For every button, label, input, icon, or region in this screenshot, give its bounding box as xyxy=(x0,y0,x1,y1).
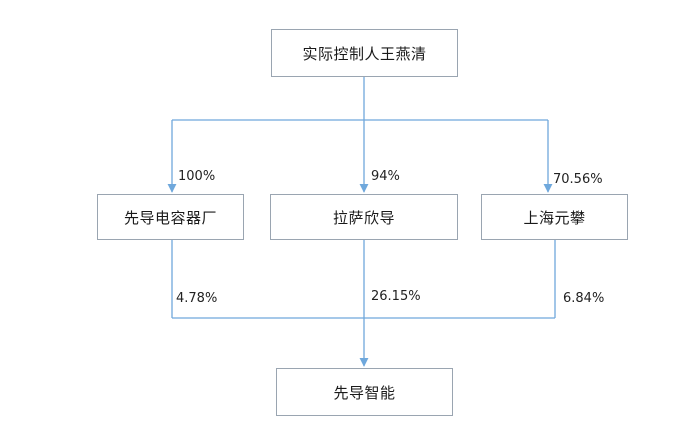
node-controller: 实际控制人王燕清 xyxy=(271,29,458,77)
edge-label-26-15: 26.15% xyxy=(371,289,421,304)
edge-label-6-84: 6.84% xyxy=(563,291,605,306)
node-xiandao-rongqi: 先导电容器厂 xyxy=(97,194,244,240)
edge-label-100: 100% xyxy=(178,169,216,184)
edge-label-94: 94% xyxy=(371,169,400,184)
node-xiandao-zhineng: 先导智能 xyxy=(276,368,453,416)
edge-label-4-78: 4.78% xyxy=(176,291,218,306)
node-shanghai-yuanpan: 上海元攀 xyxy=(481,194,628,240)
node-lasa-xindao: 拉萨欣导 xyxy=(270,194,458,240)
edge-label-70-56: 70.56% xyxy=(553,172,603,187)
